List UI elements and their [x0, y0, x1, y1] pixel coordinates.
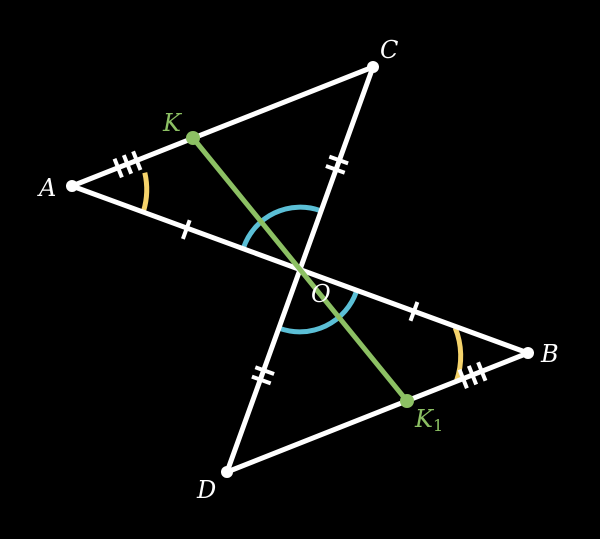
label-B: B — [540, 340, 559, 368]
tick-OD-2 — [251, 374, 272, 386]
label-K1-subscript: 1 — [433, 416, 443, 435]
tick-BK1-1 — [457, 368, 469, 389]
label-K: K — [162, 109, 183, 137]
segment-AC — [69, 64, 376, 189]
point-K — [186, 131, 200, 145]
tick-BK1-3 — [476, 361, 488, 382]
label-C: C — [380, 36, 398, 64]
label-O: O — [311, 280, 331, 308]
angle-arc-BOD — [278, 290, 359, 335]
point-D — [221, 466, 233, 478]
tick-AK-1 — [112, 158, 124, 179]
tick-OB — [408, 301, 420, 322]
tick-AK-3 — [131, 150, 143, 171]
tick-CO-1 — [328, 154, 349, 166]
label-K1-main: K — [414, 405, 435, 433]
tick-AO — [181, 219, 192, 240]
tick-OD-1 — [254, 365, 275, 376]
point-C — [367, 61, 379, 73]
tick-CO-2 — [325, 164, 346, 175]
segment-DB — [224, 350, 531, 475]
label-A: A — [37, 174, 56, 202]
angle-arc-B — [452, 326, 464, 382]
point-B — [522, 347, 534, 359]
angle-arc-A — [141, 172, 150, 212]
tick-AK-2 — [121, 154, 134, 175]
segment-KK1 — [190, 135, 410, 404]
point-A — [66, 180, 78, 192]
tick-BK1-2 — [466, 365, 479, 386]
label-K1: K1 — [414, 405, 443, 435]
point-K1 — [400, 394, 414, 408]
angle-arc-AOC — [241, 204, 322, 249]
label-D: D — [196, 476, 216, 504]
